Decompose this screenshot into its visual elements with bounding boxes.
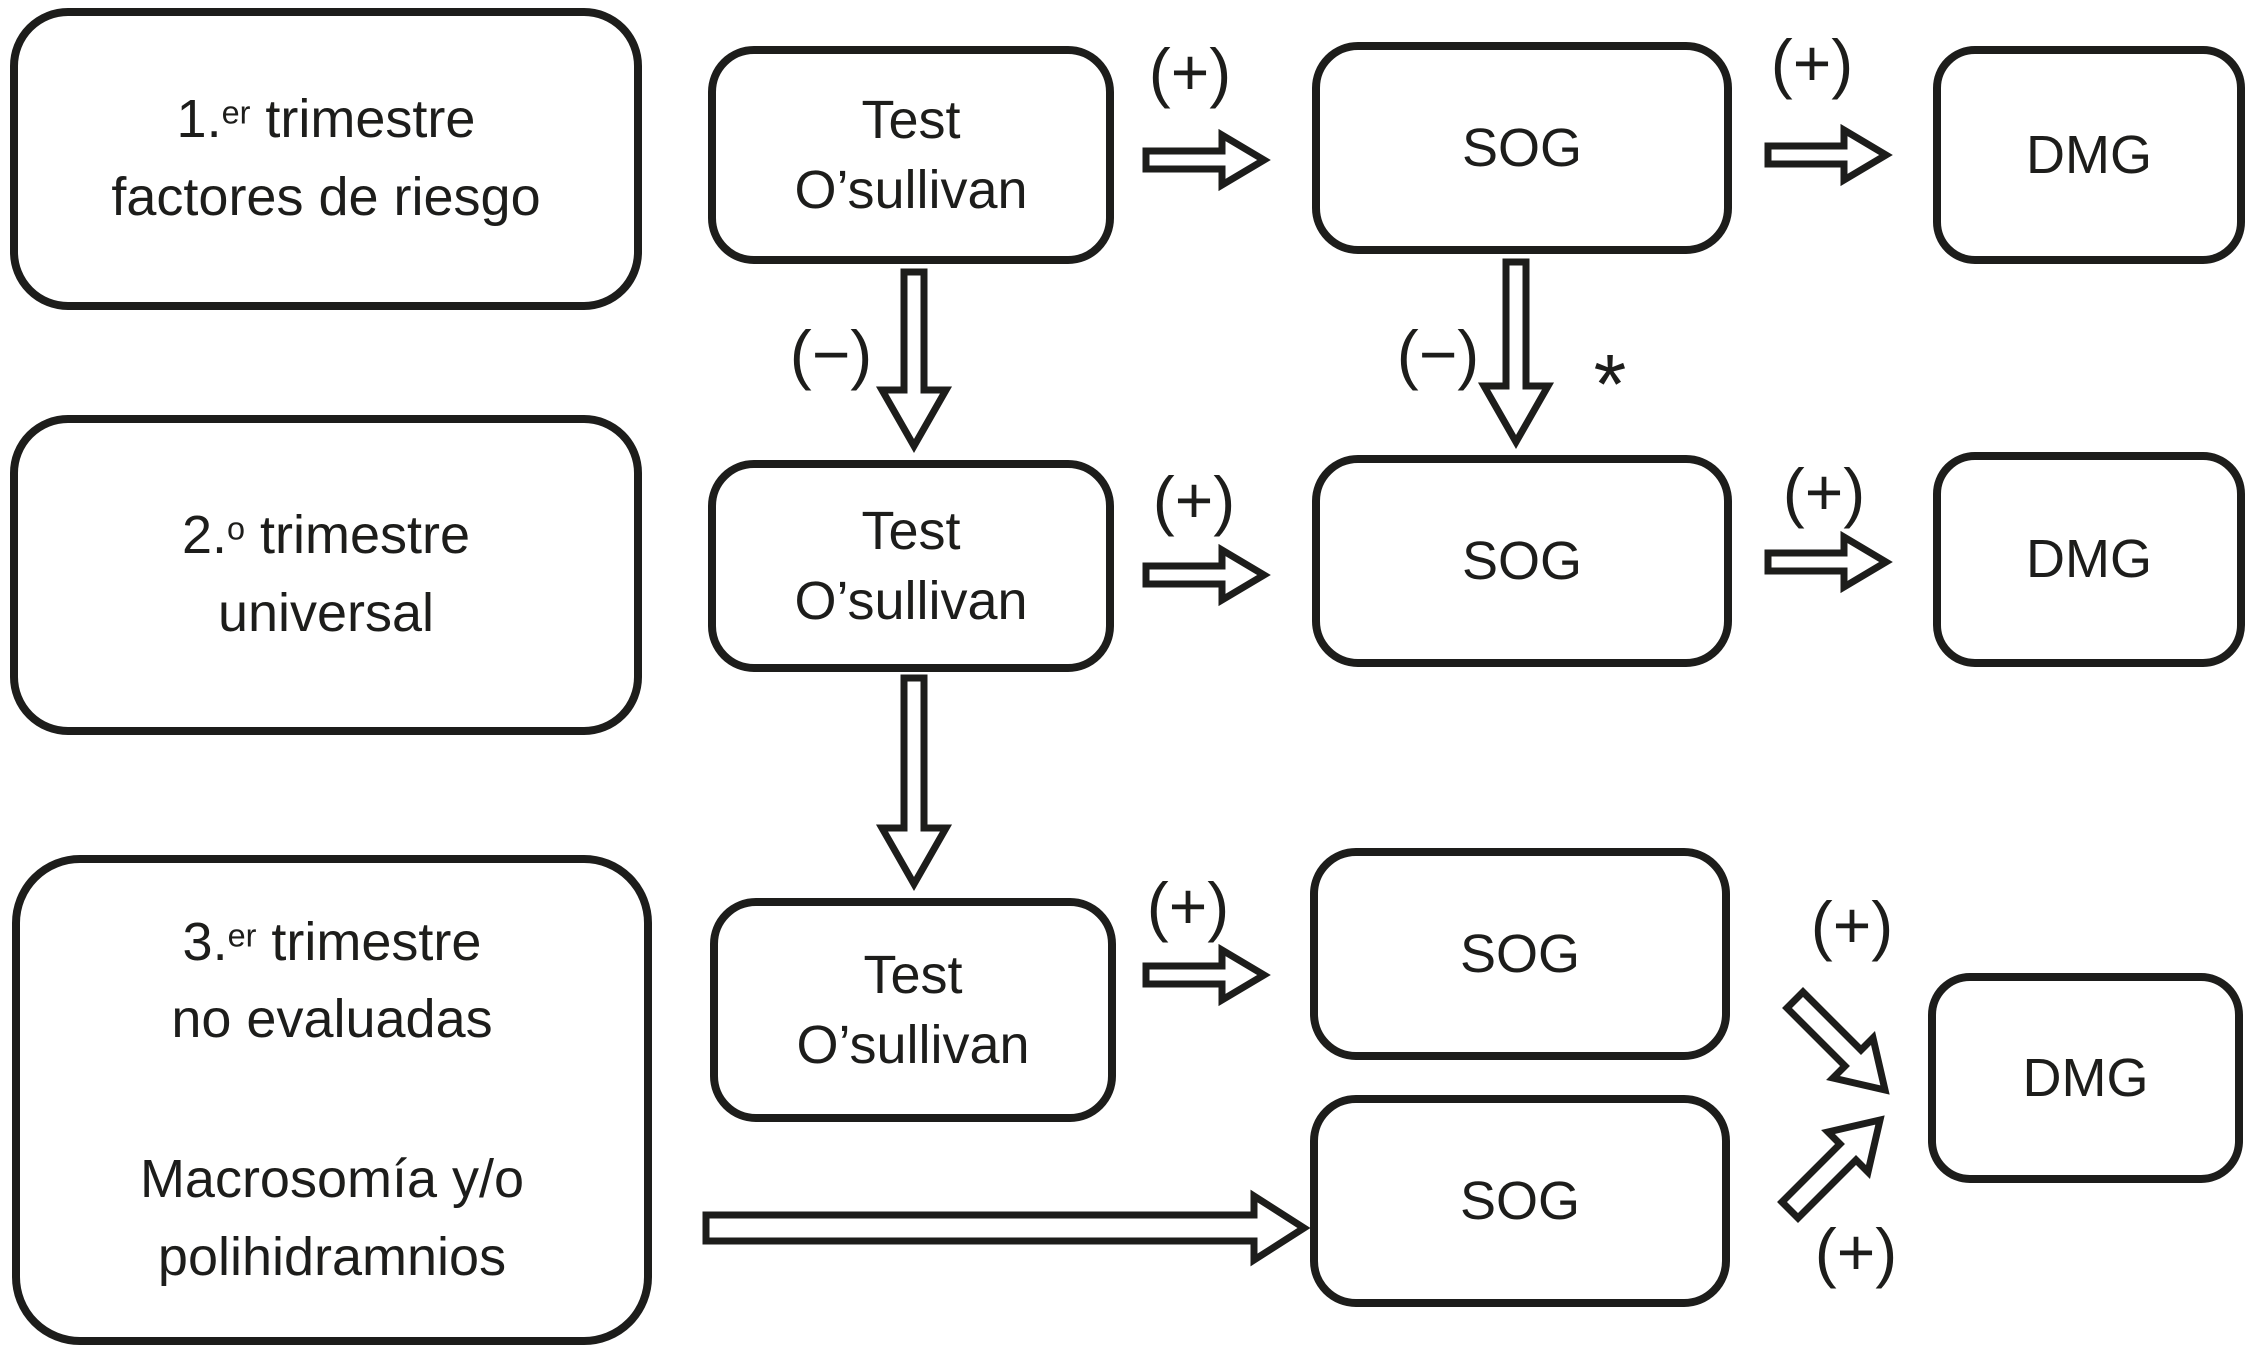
sog-row1-label: SOG [1461,117,1583,178]
stage3-box: 3.er trimestre no evaluadas Macrosomía y… [12,855,652,1345]
dmg-box-row34: DMG [1928,973,2243,1183]
stage1-line1: 1.er trimestre [176,89,476,150]
minus-label-r1-sog-down: (−) [1396,317,1480,391]
plus-label-r3-test-sog: (+) [1146,869,1230,943]
dmg-box-row2: DMG [1933,452,2245,667]
test-osullivan-box-row3: Test O’sullivan [710,898,1116,1122]
sog-row2-label: SOG [1461,530,1583,591]
dmg-row1-label: DMG [2026,124,2152,185]
test-row3-line1: Test [863,944,963,1005]
arrow-sog3-diagonal-to-dmg3 [1782,987,1890,1095]
arrow-test3-to-sog3 [1142,943,1271,1007]
arrow-sog1-down-to-sog2 [1477,258,1555,450]
stage3-line4: polihidramnios [157,1226,507,1287]
dmg-box-row1: DMG [1933,46,2245,264]
dmg-row34-label: DMG [2022,1047,2149,1108]
plus-label-r1-sog-dmg: (+) [1770,26,1854,100]
plus-label-r4-sog-dmg: (+) [1814,1215,1898,1289]
arrow-test1-down-to-test2 [875,268,953,454]
test-osullivan-box-row2: Test O’sullivan [708,460,1114,672]
sog-row4-label: SOG [1459,1170,1581,1231]
sog-box-row4: SOG [1310,1095,1730,1307]
test-row1-line2: O’sullivan [794,160,1028,220]
stage3-line2: no evaluadas [171,989,493,1050]
stage2-line2: universal [217,583,435,643]
dmg-row2-label: DMG [2026,529,2152,590]
arrow-test2-down-to-test3 [875,674,953,892]
test-osullivan-box-row1: Test O’sullivan [708,46,1114,264]
stage2-line1: 2.o trimestre [181,505,471,566]
test-row1-line1: Test [861,89,961,150]
plus-label-r1-test-sog: (+) [1148,35,1232,109]
plus-label-r2-sog-dmg: (+) [1782,455,1866,529]
arrow-test2-to-sog2 [1142,543,1271,607]
test-row2-line1: Test [861,500,961,561]
arrow-stage3-to-sog4 [702,1189,1311,1267]
stage3-line1: 3.er trimestre [182,911,482,972]
plus-label-r2-test-sog: (+) [1152,463,1236,537]
test-row2-line2: O’sullivan [794,571,1028,631]
stage2-box: 2.o trimestre universal [10,415,642,735]
arrow-test1-to-sog1 [1142,128,1271,192]
arrow-sog2-to-dmg2 [1764,530,1893,594]
stage1-box: 1.er trimestre factores de riesgo [10,8,642,310]
sog-box-row2: SOG [1312,455,1732,667]
sog-box-row3: SOG [1310,848,1730,1060]
asterisk-note-label: * [1593,337,1627,431]
stage1-line2: factores de riesgo [111,167,541,227]
plus-label-r3-sog-dmg: (+) [1810,888,1894,962]
minus-label-r1-test-down: (−) [789,317,873,391]
sog-box-row1: SOG [1312,42,1732,254]
arrow-sog4-diagonal-to-dmg3 [1777,1115,1885,1223]
arrow-sog1-to-dmg1 [1764,123,1893,187]
test-row3-line2: O’sullivan [796,1015,1030,1075]
sog-row3-label: SOG [1459,923,1581,984]
stage3-line3: Macrosomía y/o [139,1149,525,1209]
